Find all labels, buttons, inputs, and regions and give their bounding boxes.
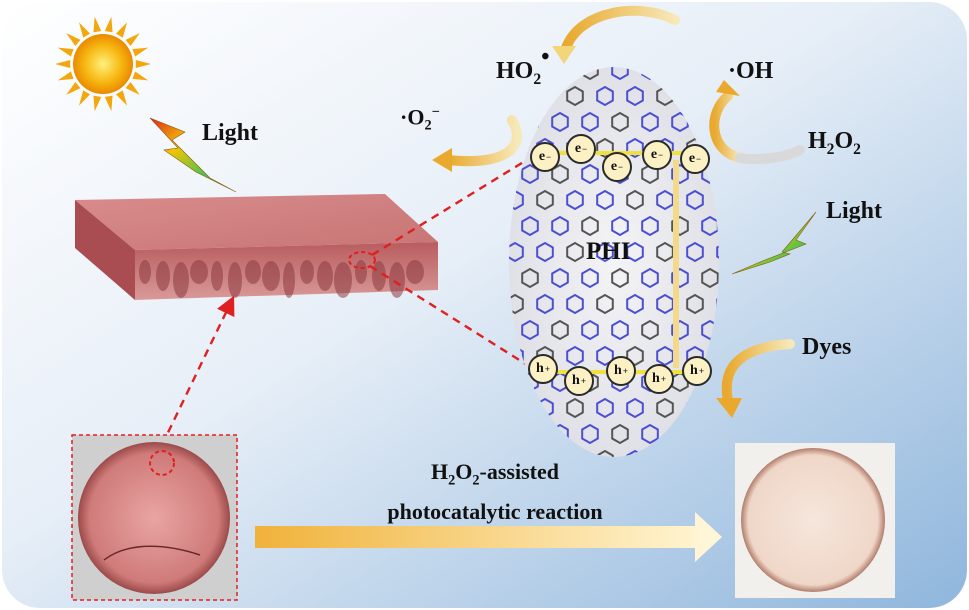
membrane-slab [75, 194, 438, 300]
hole-badge: h+ [682, 356, 712, 386]
curved-arrow-h2o2 [735, 145, 805, 164]
phi-label: PHI [586, 238, 631, 265]
reaction-flow-arrow [255, 512, 722, 562]
electron-badge: e− [566, 134, 596, 164]
electron-badge: e− [680, 144, 710, 174]
superoxide-radical-label: ·O2− [400, 104, 440, 134]
hydroxyl-radical-label: ·OH [728, 58, 774, 84]
ho2-radical-label: HO2• [496, 44, 550, 88]
lightning-bolt-right-icon [731, 211, 817, 275]
zoom-line-top [371, 156, 531, 257]
curved-arrow-dyes [721, 339, 795, 405]
light-label-right: Light [826, 198, 883, 224]
reaction-caption: H2O2-assisted photocatalytic reaction [330, 456, 660, 528]
electron-badge: e− [642, 140, 672, 170]
hole-badge: h+ [564, 366, 594, 396]
dyes-label: Dyes [802, 334, 852, 360]
curved-arrow-oh [709, 91, 745, 163]
electron-badge: e− [602, 152, 632, 182]
electron-badge: e− [530, 142, 560, 172]
curved-arrow-o2 [443, 115, 522, 167]
curved-arrow-ho2 [561, 5, 680, 53]
zoom-line-bottom [369, 264, 533, 370]
reaction-caption-line1: H2O2-assisted [430, 459, 559, 489]
membrane-zoom-marker [348, 251, 376, 269]
membrane-photo-after [735, 443, 895, 598]
light-label-left: Light [202, 120, 259, 146]
lightning-bolt-left-icon [149, 117, 237, 193]
sun-icon [55, 16, 151, 112]
hole-badge: h+ [528, 354, 558, 384]
membrane-photo-before [71, 434, 238, 601]
h2o2-label: H2O2 [808, 128, 861, 158]
reaction-caption-line2: photocatalytic reaction [387, 499, 603, 525]
hole-badge: h+ [644, 364, 674, 394]
hole-badge: h+ [606, 356, 636, 386]
